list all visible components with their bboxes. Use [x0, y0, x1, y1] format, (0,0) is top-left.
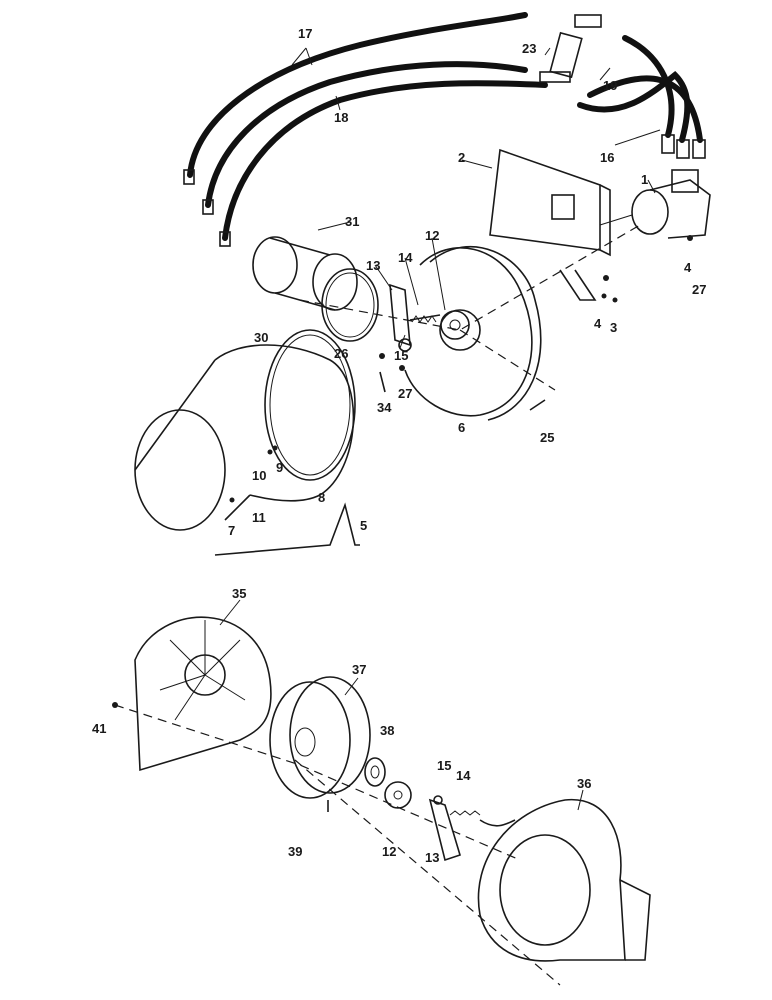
callout-18: 18 [334, 110, 348, 125]
fitting-icon [676, 139, 690, 159]
housing-plate-35 [134, 616, 272, 772]
hose-clamp-31 [321, 268, 379, 342]
callout-13-upper: 13 [366, 258, 380, 273]
callout-labels: 17 18 23 19 16 2 1 31 12 14 13 4 27 4 3 … [92, 26, 706, 865]
callout-7: 7 [228, 523, 235, 538]
hose-17-outer [187, 12, 528, 178]
fitting-icon [202, 199, 214, 215]
leader-lines [219, 47, 661, 811]
hydraulic-motor-1 [599, 169, 711, 239]
axis-line-upper-b [459, 329, 556, 391]
fitting-icon [219, 231, 231, 247]
callout-12-lower: 12 [382, 844, 396, 859]
fitting-icon [661, 134, 675, 154]
hose-17-middle [205, 61, 528, 208]
impeller-37 [269, 676, 371, 799]
hose-16-a [622, 35, 675, 138]
screen-ring-8 [264, 329, 356, 481]
hub-38 [364, 757, 386, 787]
axis-line-lower [114, 704, 561, 986]
callout-27b: 27 [398, 386, 412, 401]
tee-fitting-19 [574, 14, 602, 28]
callout-8: 8 [318, 490, 325, 505]
callout-35: 35 [232, 586, 246, 601]
fitting-icon [692, 139, 706, 159]
sprocket-12-lower [384, 781, 412, 809]
small-fasteners-upper [229, 235, 693, 503]
callout-30: 30 [254, 330, 268, 345]
callout-9: 9 [276, 460, 283, 475]
screen-assembly-5 [134, 329, 356, 531]
callout-17: 17 [298, 26, 312, 41]
callout-4b: 4 [594, 316, 602, 331]
callout-25: 25 [540, 430, 554, 445]
callout-38: 38 [380, 723, 394, 738]
sprocket-12-upper [440, 310, 470, 340]
inlet-adapter-30 [252, 236, 358, 311]
callout-16: 16 [600, 150, 614, 165]
small-fasteners-lower [112, 702, 329, 812]
callout-11: 11 [252, 510, 266, 525]
callout-39: 39 [288, 844, 302, 859]
callout-13-lower: 13 [425, 850, 439, 865]
callout-15-lower: 15 [437, 758, 451, 773]
callout-5: 5 [360, 518, 367, 533]
valve-23 [549, 31, 583, 79]
callout-14-upper: 14 [398, 250, 413, 265]
bracket-5 [214, 502, 360, 556]
callout-41: 41 [92, 721, 106, 736]
callout-3: 3 [610, 320, 617, 335]
callout-15-upper: 15 [394, 348, 408, 363]
callout-31: 31 [345, 214, 359, 229]
callout-2: 2 [458, 150, 465, 165]
hose-16-c [587, 75, 703, 143]
callout-27a: 27 [692, 282, 706, 297]
callout-1: 1 [641, 172, 648, 187]
callout-4a: 4 [684, 260, 692, 275]
housing-36 [477, 798, 651, 962]
callout-37: 37 [352, 662, 366, 677]
callout-6: 6 [458, 420, 465, 435]
callout-10: 10 [252, 468, 266, 483]
callout-23: 23 [522, 41, 536, 56]
fitting-icon [183, 169, 195, 185]
callout-19: 19 [603, 78, 617, 93]
fitting-19 [539, 71, 571, 83]
tensioner-arm-upper [389, 283, 441, 352]
screen-cover-7 [134, 409, 226, 531]
hydraulic-hoses [183, 12, 706, 247]
mounting-bracket-2 [489, 148, 611, 301]
hose-18 [222, 80, 548, 241]
hose-16-b [577, 70, 691, 143]
callout-14-lower: 14 [456, 768, 471, 783]
callout-34: 34 [377, 400, 392, 415]
blower-housing-6 [404, 245, 542, 421]
axis-line-upper [299, 224, 641, 331]
callout-26: 26 [334, 346, 348, 361]
tensioner-arm-lower [428, 795, 516, 862]
callout-36: 36 [577, 776, 591, 791]
callout-12-upper: 12 [425, 228, 439, 243]
